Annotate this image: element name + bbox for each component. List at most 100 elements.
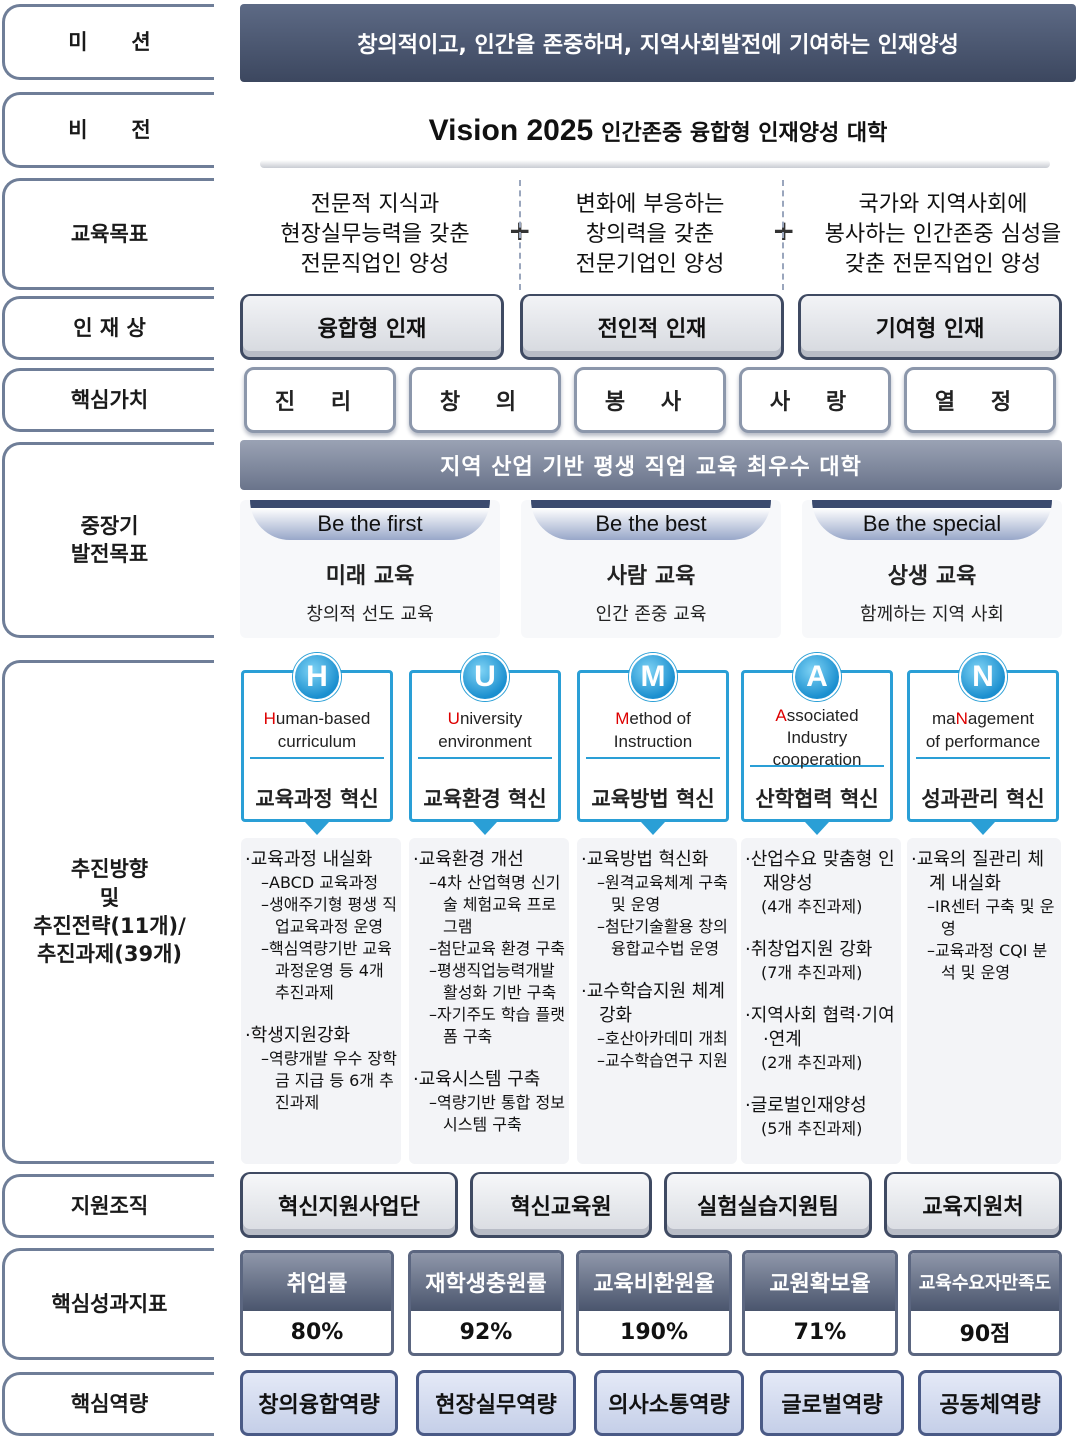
competency-2: 현장실무역량 bbox=[416, 1370, 576, 1436]
kpi-name: 교육비환원율 bbox=[579, 1253, 729, 1311]
list-item: –생애주기형 평생 직업교육과정 운영 bbox=[261, 895, 397, 936]
label-competency: 핵심역량 bbox=[2, 1372, 214, 1436]
kpi-1: 취업률 80% bbox=[240, 1250, 394, 1356]
strategy-details-1: ·교육과정 내실화–ABCD 교육과정–생애주기형 평생 직업교육과정 운영–핵… bbox=[241, 838, 401, 1164]
competency-1: 창의융합역량 bbox=[240, 1370, 398, 1436]
letter-m-badge: M bbox=[629, 653, 677, 701]
list-item: (7개 추진과제) bbox=[761, 963, 863, 982]
kpi-value: 80% bbox=[290, 1319, 344, 1345]
down-arrow-icon bbox=[971, 822, 995, 835]
list-item: ·교육환경 개선 bbox=[413, 849, 524, 870]
label-talent: 인 재 상 bbox=[2, 296, 214, 360]
down-arrow-icon bbox=[305, 822, 329, 835]
list-spacer bbox=[745, 984, 897, 1004]
list-item: –교육과정 CQI 분석 및 운영 bbox=[927, 941, 1048, 982]
list-item: ·교육시스템 구축 bbox=[413, 1069, 541, 1090]
vision-title: Vision 2025 bbox=[428, 114, 594, 147]
list-item: –첨단기술활용 창의융합교수법 운영 bbox=[597, 917, 728, 958]
list-item: ·교육과정 내실화 bbox=[245, 849, 373, 870]
list-item: –ABCD 교육과정 bbox=[261, 873, 379, 892]
kpi-name: 교육수요자만족도 bbox=[911, 1253, 1059, 1311]
list-item: ·교육방법 혁신화 bbox=[581, 849, 709, 870]
kpi-3: 교육비환원율 190% bbox=[576, 1250, 732, 1356]
list-item: –IR센터 구축 및 운영 bbox=[927, 897, 1055, 938]
support-org-1: 혁신지원사업단 bbox=[240, 1172, 458, 1238]
label-midterm: 중장기 발전목표 bbox=[2, 442, 214, 638]
strategy-korean: 성과관리 혁신 bbox=[921, 787, 1045, 811]
list-item: –자기주도 학습 플랫폼 구축 bbox=[429, 1005, 565, 1046]
list-item: –호산아카데미 개최 bbox=[597, 1029, 728, 1048]
kpi-value: 92% bbox=[459, 1319, 513, 1345]
list-item: –첨단교육 환경 구축 bbox=[429, 939, 565, 958]
strategy-details-5: ·교육의 질관리 체계 내실화–IR센터 구축 및 운영–교육과정 CQI 분석… bbox=[907, 838, 1061, 1164]
label-support: 지원조직 bbox=[2, 1174, 214, 1238]
competency-4: 글로벌역량 bbox=[760, 1370, 904, 1436]
support-org-4: 교육지원처 bbox=[884, 1172, 1062, 1238]
strategy-korean: 산학협력 혁신 bbox=[755, 787, 879, 811]
goal-divider-1 bbox=[519, 180, 521, 290]
kpi-value: 190% bbox=[620, 1319, 688, 1345]
list-item: (4개 추진과제) bbox=[761, 897, 863, 916]
midterm-tab: Be the best bbox=[531, 500, 771, 540]
list-item: ·교육의 질관리 체계 내실화 bbox=[911, 849, 1045, 894]
midterm-goal-1: Be the first 미래 교육 창의적 선도 교육 bbox=[240, 500, 500, 638]
list-item: ·지역사회 협력·기여·연계 bbox=[745, 1005, 895, 1050]
list-item: ·글로벌인재양성 bbox=[745, 1095, 867, 1116]
down-arrow-icon bbox=[641, 822, 665, 835]
list-spacer bbox=[745, 1074, 897, 1094]
midterm-title: 사람 교육 bbox=[606, 564, 696, 589]
midterm-title: 미래 교육 bbox=[325, 564, 415, 589]
kpi-name: 취업률 bbox=[243, 1253, 391, 1311]
list-item: –원격교육체계 구축 및 운영 bbox=[597, 873, 728, 914]
goal-divider-2 bbox=[782, 180, 784, 290]
letter-n-badge: N bbox=[959, 653, 1007, 701]
list-item: –역량기반 통합 정보시스템 구축 bbox=[429, 1093, 565, 1134]
list-item: ·학생지원강화 bbox=[245, 1025, 351, 1046]
strategy-korean: 교육과정 혁신 bbox=[255, 787, 379, 811]
label-kpi: 핵심성과지표 bbox=[2, 1248, 214, 1360]
support-org-2: 혁신교육원 bbox=[470, 1172, 652, 1238]
list-item: –역량개발 우수 장학금 지급 등 6개 추진과제 bbox=[261, 1049, 397, 1112]
list-item: (2개 추진과제) bbox=[761, 1053, 863, 1072]
goal-2: 변화에 부응하는 창의력을 갖춘 전문기업인 양성 bbox=[575, 192, 725, 277]
core-value-1: 진 리 bbox=[244, 367, 396, 433]
core-value-2: 창 의 bbox=[409, 367, 561, 433]
strategy-korean: 교육방법 혁신 bbox=[591, 787, 715, 811]
core-value-4: 사 랑 bbox=[739, 367, 891, 433]
letter-h-badge: H bbox=[293, 653, 341, 701]
midterm-tab: Be the special bbox=[812, 500, 1052, 540]
talent-3: 기여형 인재 bbox=[798, 294, 1062, 360]
kpi-5: 교육수요자만족도 90점 bbox=[908, 1250, 1062, 1356]
kpi-value: 90점 bbox=[959, 1322, 1011, 1347]
list-item: ·취창업지원 강화 bbox=[745, 939, 873, 960]
list-spacer bbox=[413, 1048, 565, 1068]
strategy-details-4: ·산업수요 맞춤형 인재양성(4개 추진과제)·취창업지원 강화(7개 추진과제… bbox=[741, 838, 901, 1164]
down-arrow-icon bbox=[805, 822, 829, 835]
kpi-4: 교원확보율 71% bbox=[742, 1250, 898, 1356]
support-org-3: 실험실습지원팀 bbox=[664, 1172, 872, 1238]
kpi-name: 재학생충원률 bbox=[411, 1253, 561, 1311]
midterm-sub: 함께하는 지역 사회 bbox=[860, 604, 1004, 625]
goal-3: 국가와 지역사회에 봉사하는 인간존중 심성을 갖춘 전문직업인 양성 bbox=[824, 192, 1062, 277]
vision-subtitle: 인간존중 융합형 인재양성 대학 bbox=[601, 121, 888, 146]
midterm-goal-3: Be the special 상생 교육 함께하는 지역 사회 bbox=[802, 500, 1062, 638]
letter-a-badge: A bbox=[793, 653, 841, 701]
talent-1: 융합형 인재 bbox=[240, 294, 504, 360]
label-strategy: 추진방향 및 추진전략(11개)/ 추진과제(39개) bbox=[2, 660, 214, 1164]
label-vision: 비 전 bbox=[2, 92, 214, 168]
core-value-5: 열 정 bbox=[904, 367, 1056, 433]
list-spacer bbox=[745, 918, 897, 938]
vision-box: Vision 2025 인간존중 융합형 인재양성 대학 bbox=[240, 96, 1076, 166]
vision-divider bbox=[260, 160, 1050, 168]
competency-3: 의사소통역량 bbox=[594, 1370, 744, 1436]
list-item: –교수학습연구 지원 bbox=[597, 1051, 728, 1070]
strategy-a: A Associated Industry cooperation 산학협력 혁… bbox=[741, 653, 893, 835]
long-term-banner: 지역 산업 기반 평생 직업 교육 최우수 대학 bbox=[240, 440, 1062, 490]
